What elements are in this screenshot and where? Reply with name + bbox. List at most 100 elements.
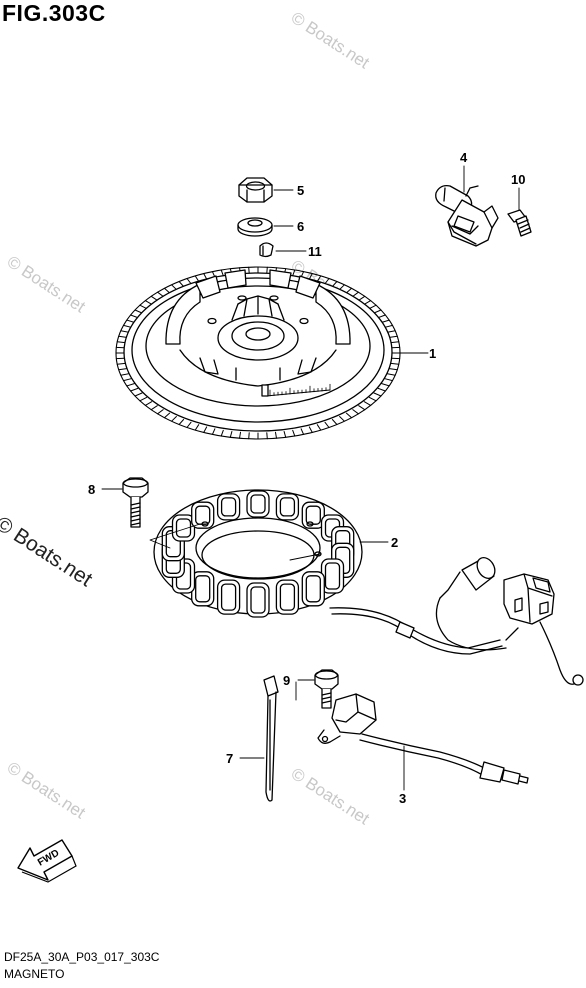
gear-tooth — [308, 426, 313, 433]
callout-6: 6 — [297, 219, 304, 234]
gear-tooth — [144, 401, 153, 406]
gear-tooth — [377, 387, 386, 392]
washer-part — [237, 217, 273, 237]
pulser-coil-part — [317, 693, 529, 785]
bolt-part-9 — [314, 669, 339, 709]
gear-tooth — [194, 424, 200, 431]
gear-tooth — [373, 392, 382, 397]
gear-tooth — [248, 432, 250, 440]
gear-tooth — [157, 409, 164, 415]
callout-3: 3 — [399, 791, 406, 806]
gear-tooth — [266, 432, 268, 440]
stator-coil-winding — [250, 586, 266, 614]
gear-tooth — [292, 429, 296, 437]
gear-tooth — [373, 309, 382, 314]
callout-2: 2 — [391, 535, 398, 550]
gear-tooth — [203, 426, 208, 433]
gear-tooth — [118, 368, 128, 371]
callout-8: 8 — [88, 482, 95, 497]
stator-coil — [191, 501, 215, 529]
nut-part — [238, 177, 273, 203]
gear-tooth — [171, 284, 177, 290]
gear-tooth — [203, 273, 208, 280]
stator-coil-winding — [250, 494, 266, 514]
gear-tooth — [150, 405, 158, 411]
stator-coil — [216, 493, 241, 521]
gear-tooth — [248, 266, 250, 274]
gear-tooth — [163, 287, 171, 294]
callout-7: 7 — [226, 751, 233, 766]
gear-tooth — [386, 373, 396, 376]
gear-tooth — [384, 324, 393, 328]
gear-tooth — [316, 424, 322, 431]
stator-coil — [171, 514, 196, 542]
gear-tooth — [390, 362, 400, 365]
gear-tooth — [368, 304, 377, 310]
gear-tooth — [123, 324, 132, 328]
gear-tooth — [390, 341, 400, 344]
figure-title: FIG.303C — [2, 0, 106, 26]
gear-tooth — [308, 273, 313, 280]
gear-tooth — [316, 275, 322, 282]
gear-tooth — [130, 314, 139, 319]
gear-tooth — [239, 431, 241, 439]
sensor-part — [435, 185, 499, 247]
gear-tooth — [186, 278, 192, 285]
gear-tooth — [186, 421, 192, 428]
gear-tooth — [388, 368, 398, 371]
stator-coil — [301, 501, 325, 529]
gear-tooth — [163, 412, 171, 419]
stator-coil — [275, 493, 300, 521]
gear-tooth — [211, 428, 216, 435]
stator-coil-winding — [279, 583, 296, 611]
drawing-code: DF25A_30A_P03_017_303C — [4, 950, 160, 964]
gear-tooth — [363, 401, 372, 406]
gear-tooth — [139, 396, 148, 402]
gear-tooth — [292, 269, 296, 277]
key-part — [259, 242, 274, 258]
gear-tooth — [275, 431, 277, 439]
stator-coil-winding — [175, 518, 192, 538]
callout-9: 9 — [283, 673, 290, 688]
gear-tooth — [300, 428, 305, 435]
gear-tooth — [118, 335, 128, 338]
bolt-part-8 — [122, 477, 149, 528]
stator-coil-winding — [220, 583, 237, 611]
gear-tooth — [339, 416, 345, 422]
stator-coil-winding — [305, 575, 321, 603]
bolt-part-10 — [507, 209, 532, 237]
gear-tooth — [139, 304, 148, 310]
callout-5: 5 — [297, 183, 304, 198]
gear-tooth — [116, 341, 126, 344]
gear-tooth — [116, 362, 126, 365]
stator-part — [153, 489, 584, 686]
gear-tooth — [144, 300, 153, 305]
gear-tooth — [220, 269, 224, 277]
callout-10: 10 — [511, 172, 525, 187]
gear-tooth — [381, 383, 390, 387]
gear-tooth — [120, 373, 130, 376]
gear-tooth — [266, 266, 268, 274]
gear-tooth — [363, 300, 372, 305]
stator-coil-winding — [220, 497, 237, 517]
gear-tooth — [229, 431, 233, 438]
gear-tooth — [324, 278, 330, 285]
gear-tooth — [171, 416, 177, 422]
stator-coil — [246, 490, 270, 518]
gear-tooth — [345, 412, 353, 419]
stator-coil-winding — [195, 505, 211, 525]
gear-tooth — [178, 281, 185, 287]
cable-tie-part — [263, 675, 279, 802]
gear-tooth — [130, 387, 139, 392]
gear-tooth — [384, 378, 393, 382]
gear-tooth — [126, 383, 135, 387]
gear-tooth — [368, 396, 377, 402]
gear-tooth — [178, 419, 185, 425]
gear-tooth — [283, 431, 287, 438]
gear-tooth — [134, 392, 143, 397]
fwd-arrow-icon: FWD — [17, 839, 77, 883]
stator-coil — [216, 579, 241, 615]
flywheel-part — [115, 266, 401, 440]
callout-11: 11 — [308, 244, 322, 259]
gear-tooth — [388, 335, 398, 338]
